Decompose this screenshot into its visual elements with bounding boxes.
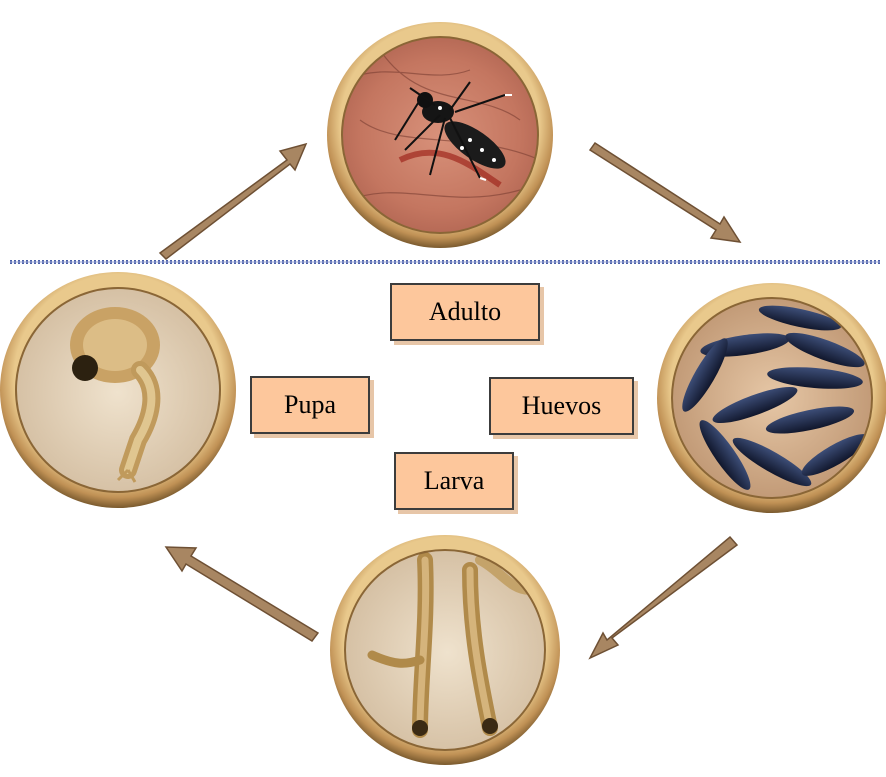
arrow-adult-to-eggs xyxy=(590,143,740,242)
arrow-pupa-to-adult xyxy=(160,144,306,259)
label-larva: Larva xyxy=(394,452,514,510)
adult-circle xyxy=(327,22,553,248)
arrow-eggs-to-larva xyxy=(590,537,737,658)
arrow-larva-to-pupa xyxy=(166,547,318,641)
label-adulto: Adulto xyxy=(390,283,540,341)
label-pupa: Pupa xyxy=(250,376,370,434)
larva-circle xyxy=(330,535,560,765)
eggs-circle xyxy=(657,283,886,513)
pupa-circle xyxy=(0,272,236,508)
label-huevos: Huevos xyxy=(489,377,634,435)
